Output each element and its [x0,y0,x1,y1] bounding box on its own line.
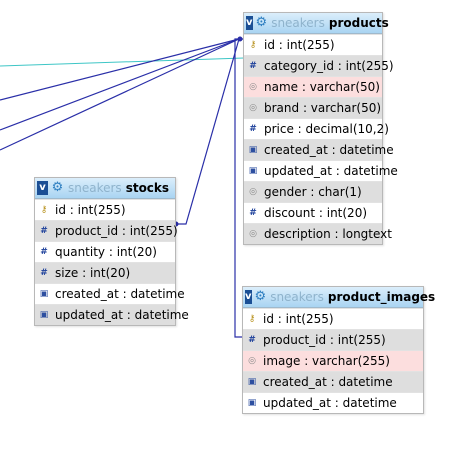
column-label: id : int(255) [264,38,335,52]
column-row[interactable]: # category_id : int(255) [244,55,394,76]
column-label: image : varchar(255) [263,354,390,368]
numeric-icon: # [249,124,257,134]
column-row[interactable]: ▣ created_at : datetime [244,139,394,160]
date-icon: ▣ [247,377,257,387]
column-row[interactable]: ◎ brand : varchar(50) [244,97,382,118]
table-name: product_images [327,290,436,304]
text-icon: ◎ [249,187,257,197]
numeric-icon: # [40,247,48,257]
table-header[interactable]: v ⚙ sneakers product_images [243,287,435,308]
column-label: product_id : int(255) [263,333,386,347]
relation-line-product-images [234,38,244,338]
column-row[interactable]: ▣ updated_at : datetime [244,160,398,181]
table-product-images[interactable]: v ⚙ sneakers product_images ⚷ id : int(25… [242,286,435,414]
column-row[interactable]: # size : int(20) [35,262,175,283]
column-row[interactable]: # price : decimal(10,2) [244,118,389,139]
relation-line [0,38,240,151]
column-label: size : int(20) [55,266,131,280]
column-label: discount : int(20) [264,206,368,220]
column-row[interactable]: ⚷ id : int(255) [243,308,423,329]
column-row[interactable]: ⚷ id : int(255) [35,199,175,220]
toggle-columns-button[interactable]: v [37,181,48,195]
toggle-columns-button[interactable]: v [246,16,253,30]
column-label: brand : varchar(50) [264,101,382,115]
date-icon: ▣ [248,145,258,155]
table-header[interactable]: v ⚙ sneakers products [244,13,389,34]
key-icon: ⚷ [248,314,256,324]
numeric-icon: # [249,208,257,218]
text-icon: ◎ [249,103,257,113]
column-label: id : int(255) [55,203,126,217]
gear-icon[interactable]: ⚙ [51,180,64,195]
column-label: created_at : datetime [263,375,393,389]
column-row[interactable]: ▣ updated_at : datetime [243,392,423,413]
column-list: ⚷ id : int(255) # product_id : int(255) # qua… [35,199,189,325]
column-row[interactable]: ◎ gender : char(1) [244,181,382,202]
toggle-columns-button[interactable]: v [245,290,252,304]
date-icon: ▣ [39,289,49,299]
numeric-icon: # [40,226,48,236]
database-name: sneakers [68,181,122,195]
text-icon: ◎ [249,229,257,239]
date-icon: ▣ [248,166,258,176]
table-products[interactable]: v ⚙ sneakers products ⚷ id : int(255) # cat… [243,12,398,245]
date-icon: ▣ [247,398,257,408]
column-label: quantity : int(20) [55,245,157,259]
table-name: products [328,16,389,30]
column-label: category_id : int(255) [264,59,394,73]
column-row[interactable]: ▣ created_at : datetime [243,371,423,392]
relation-line-stocks [176,38,240,225]
relation-endpoint [237,36,243,42]
column-label: id : int(255) [263,312,334,326]
column-row[interactable]: # discount : int(20) [244,202,382,223]
column-row[interactable]: ◎ description : longtext [244,223,392,244]
relation-line [0,38,240,101]
column-label: created_at : datetime [55,287,185,301]
column-list: ⚷ id : int(255) # category_id : int(255) ◎ na… [244,34,398,244]
gear-icon[interactable]: ⚙ [255,15,268,30]
relation-line [0,38,240,131]
column-row[interactable]: ◎ name : varchar(50) [244,76,382,97]
numeric-icon: # [40,268,48,278]
table-stocks[interactable]: v ⚙ sneakers stocks ⚷ id : int(255) # produ… [34,177,189,326]
column-label: created_at : datetime [264,143,394,157]
date-icon: ▣ [39,310,49,320]
table-name: stocks [125,181,170,195]
numeric-icon: # [248,335,256,345]
column-row[interactable]: # product_id : int(255) [243,329,423,350]
column-label: name : varchar(50) [264,80,380,94]
key-icon: ⚷ [249,40,257,50]
column-label: updated_at : datetime [264,164,398,178]
column-list: ⚷ id : int(255) # product_id : int(255) ◎ ima… [243,308,423,413]
table-header[interactable]: v ⚙ sneakers stocks [35,178,175,199]
database-name: sneakers [270,290,324,304]
column-label: updated_at : datetime [263,396,397,410]
column-label: gender : char(1) [264,185,362,199]
gear-icon[interactable]: ⚙ [254,289,267,304]
numeric-icon: # [249,61,257,71]
column-row[interactable]: ▣ created_at : datetime [35,283,185,304]
column-row[interactable]: # quantity : int(20) [35,241,175,262]
database-name: sneakers [271,16,325,30]
text-icon: ◎ [248,356,256,366]
column-row[interactable]: ▣ updated_at : datetime [35,304,189,325]
column-row[interactable]: ◎ image : varchar(255) [243,350,423,371]
column-label: product_id : int(255) [55,224,178,238]
column-label: description : longtext [264,227,392,241]
column-row[interactable]: # product_id : int(255) [35,220,178,241]
relation-line [0,57,245,67]
key-icon: ⚷ [40,205,48,215]
text-icon: ◎ [249,82,257,92]
column-row[interactable]: ⚷ id : int(255) [244,34,382,55]
column-label: updated_at : datetime [55,308,189,322]
column-label: price : decimal(10,2) [264,122,389,136]
